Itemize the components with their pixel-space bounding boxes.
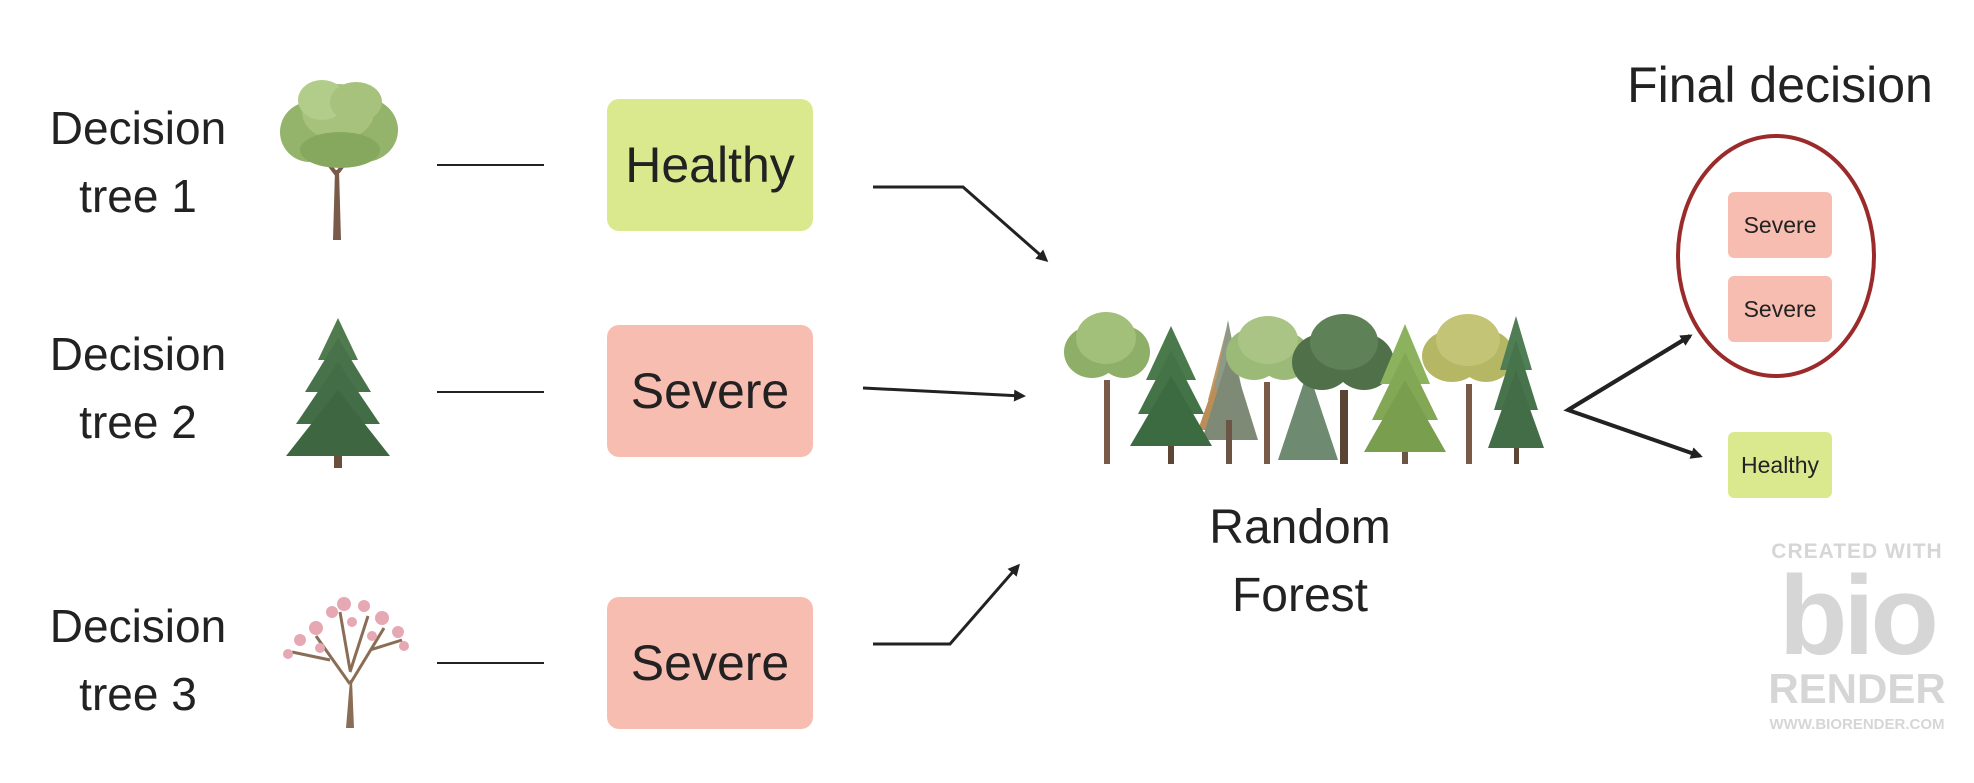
random-forest-label-line2: Forest bbox=[1231, 569, 1369, 622]
prediction-tree-2-label: Severe bbox=[630, 363, 790, 419]
decision-tree-1-label-line1: Decision bbox=[49, 102, 227, 154]
decision-tree-1-label: Decision tree 1 bbox=[28, 94, 248, 230]
decision-tree-3-label-line1: Decision bbox=[49, 600, 227, 652]
decision-tree-2-label-line1: Decision bbox=[49, 328, 227, 380]
decision-tree-3-label: Decision tree 3 bbox=[28, 592, 248, 728]
final-severe-label-2: Severe bbox=[1743, 295, 1817, 322]
final-decision-title: Final decision bbox=[1627, 57, 1933, 113]
random-forest-label-line1: Random bbox=[1209, 501, 1391, 554]
arrow-forest-to-severe bbox=[1566, 334, 1693, 412]
pine-tree-icon bbox=[286, 318, 390, 468]
arrow-tree2-to-forest bbox=[862, 386, 1026, 402]
prediction-tree-2: Severe bbox=[607, 325, 813, 457]
decision-tree-2-label-line2: tree 2 bbox=[79, 396, 197, 448]
final-severe-box-2: Severe bbox=[1728, 276, 1832, 342]
watermark-url-text: WWW.BIORENDER.COM bbox=[1769, 716, 1945, 733]
biorender-watermark: CREATED WITH bio RENDER WWW.BIORENDER.CO… bbox=[1762, 540, 1952, 733]
decision-tree-1-label-line2: tree 1 bbox=[79, 170, 197, 222]
arrow-tree3-to-forest bbox=[873, 563, 1020, 646]
prediction-tree-3-label: Severe bbox=[630, 635, 790, 691]
broadleaf-tree-icon bbox=[280, 80, 398, 240]
watermark-bio-text: bio bbox=[1779, 553, 1939, 678]
random-forest-label: Random Forest bbox=[1160, 494, 1440, 630]
final-healthy-label: Healthy bbox=[1741, 451, 1819, 478]
prediction-tree-3: Severe bbox=[607, 597, 813, 729]
final-healthy-box: Healthy bbox=[1728, 432, 1832, 498]
prediction-tree-1-label: Healthy bbox=[625, 137, 795, 193]
majority-highlight-circle bbox=[1676, 134, 1876, 378]
watermark-render-text: RENDER bbox=[1768, 665, 1946, 712]
blossom-tree-icon bbox=[283, 597, 409, 728]
arrow-tree1-to-forest bbox=[873, 185, 1049, 262]
final-severe-box-1: Severe bbox=[1728, 192, 1832, 258]
prediction-tree-1: Healthy bbox=[607, 99, 813, 231]
decision-tree-3-label-line2: tree 3 bbox=[79, 668, 197, 720]
final-severe-label-1: Severe bbox=[1743, 211, 1817, 238]
decision-tree-2-label: Decision tree 2 bbox=[28, 320, 248, 456]
watermark-top-text: CREATED WITH bbox=[1771, 540, 1943, 563]
forest-icon bbox=[1064, 312, 1544, 464]
